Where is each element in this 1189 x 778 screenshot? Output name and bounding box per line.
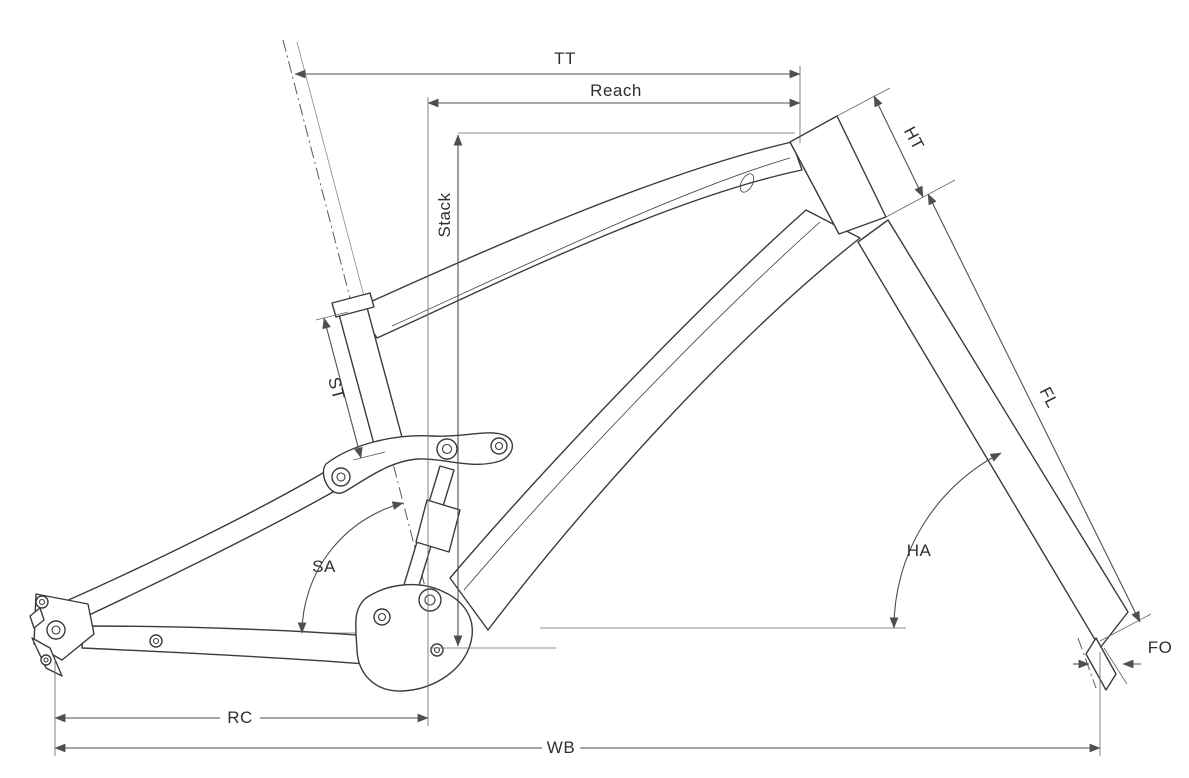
sa-angle-arc: [297, 501, 404, 634]
st-label: ST: [324, 375, 348, 402]
wb-label: WB: [547, 738, 575, 757]
chainstay-pivot-axle: [152, 637, 160, 645]
seatstay: [63, 469, 341, 623]
ht-top-extension: [836, 87, 891, 117]
ha-angle-arc: [889, 452, 1002, 629]
rear-dropout: [29, 593, 95, 677]
st-dimension-line: [322, 317, 363, 459]
fl-dimension-line: [927, 193, 1141, 623]
rc-label: RC: [227, 708, 253, 727]
st-bottom-extension: [352, 451, 386, 461]
fo-label: FO: [1148, 638, 1173, 657]
brake-mount-center: [38, 598, 46, 606]
cable-port: [739, 173, 755, 193]
reach-label: Reach: [590, 81, 642, 100]
stack-label: Stack: [435, 192, 454, 237]
dimension-wb: WB: [54, 652, 1101, 757]
frame-drawing: [29, 115, 1129, 692]
fl-label: FL: [1036, 384, 1062, 411]
rocker-pivot-rear-center: [336, 472, 346, 482]
lower-link-pivot-center: [377, 612, 387, 622]
dimension-tt: TT: [294, 49, 801, 143]
dimension-ha: HA: [889, 452, 1002, 629]
dimension-rc: RC: [54, 658, 429, 756]
main-pivot-center: [424, 594, 436, 606]
rocker-pivot-mid-center: [441, 443, 453, 455]
rocker-pivot-front-center: [494, 441, 504, 451]
dimension-fl: FL: [927, 193, 1152, 642]
fo-axle-extension: [1103, 647, 1128, 685]
dimension-fo: FO: [1073, 638, 1173, 685]
seat-clamp-collar: [331, 292, 375, 318]
st-top-extension: [315, 311, 349, 321]
ht-dimension-line: [873, 95, 924, 198]
head-tube: [789, 115, 887, 235]
ht-label: HT: [900, 124, 928, 154]
sa-label: SA: [312, 557, 336, 576]
dimension-st: ST: [315, 311, 386, 461]
seat-tube-axis-line: [282, 39, 438, 634]
dimension-stack: Stack: [430, 132, 795, 649]
dimension-sa: SA: [297, 501, 404, 634]
rocker-link: [322, 432, 514, 494]
chainstay: [81, 625, 369, 665]
shock-body: [415, 499, 461, 553]
ht-bottom-extension: [885, 179, 956, 218]
motor-housing: [355, 583, 473, 692]
dimension-reach: Reach: [427, 81, 801, 726]
down-tube: [449, 209, 861, 631]
dropout-tab: [29, 607, 45, 629]
motor-bolt-center: [433, 646, 441, 654]
hanger-bolt-center: [43, 657, 49, 663]
rear-axle-center: [51, 625, 61, 635]
top-tube-seam: [391, 157, 791, 327]
down-tube-seam: [463, 221, 821, 591]
tt-label: TT: [554, 49, 576, 68]
ha-label: HA: [907, 541, 932, 560]
fork-dropout: [1085, 637, 1117, 691]
seat-tube-edge-extension-line: [296, 41, 366, 301]
fl-bottom-extension: [1099, 613, 1152, 642]
